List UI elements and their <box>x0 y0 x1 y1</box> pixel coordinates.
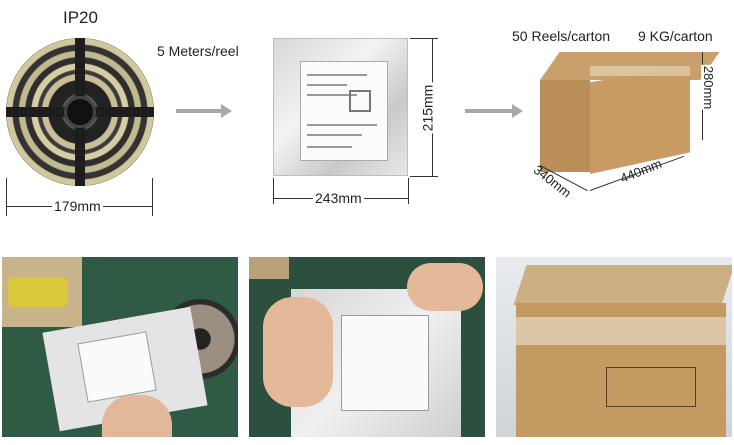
antistatic-bag-image <box>273 38 408 176</box>
arrow-2-head <box>512 104 523 118</box>
bag-dim-tick-right <box>408 178 409 204</box>
ip-rating-label: IP20 <box>63 8 98 27</box>
bag-width-label: 243mm <box>313 190 364 206</box>
arrow-1-head <box>221 104 232 118</box>
bag-dim-tick-left <box>273 178 274 204</box>
carton-qty-label: 50 Reels/carton <box>512 28 611 44</box>
packing-photo-reel-into-bag <box>2 257 238 437</box>
arrow-1-line <box>176 109 222 113</box>
bag-dim-tick-top <box>410 38 438 39</box>
carton-height-label: 280mm <box>701 64 717 111</box>
bag-dim-tick-bottom <box>410 176 438 177</box>
bag-height-label: 215mm <box>419 82 436 134</box>
arrow-2-line <box>465 109 513 113</box>
bag-sticker <box>300 61 388 161</box>
reel-dim-tick-left <box>6 178 7 216</box>
carton-weight-label: 9 KG/carton <box>638 28 713 44</box>
reel-length-label: 5 Meters/reel <box>157 43 239 59</box>
led-strip-reel-image <box>6 38 154 186</box>
reel-width-label: 179mm <box>52 198 103 214</box>
packing-photo-sealed-carton <box>496 257 732 437</box>
packing-photo-sealing-bag <box>249 257 485 437</box>
reel-dim-tick-right <box>152 178 153 216</box>
